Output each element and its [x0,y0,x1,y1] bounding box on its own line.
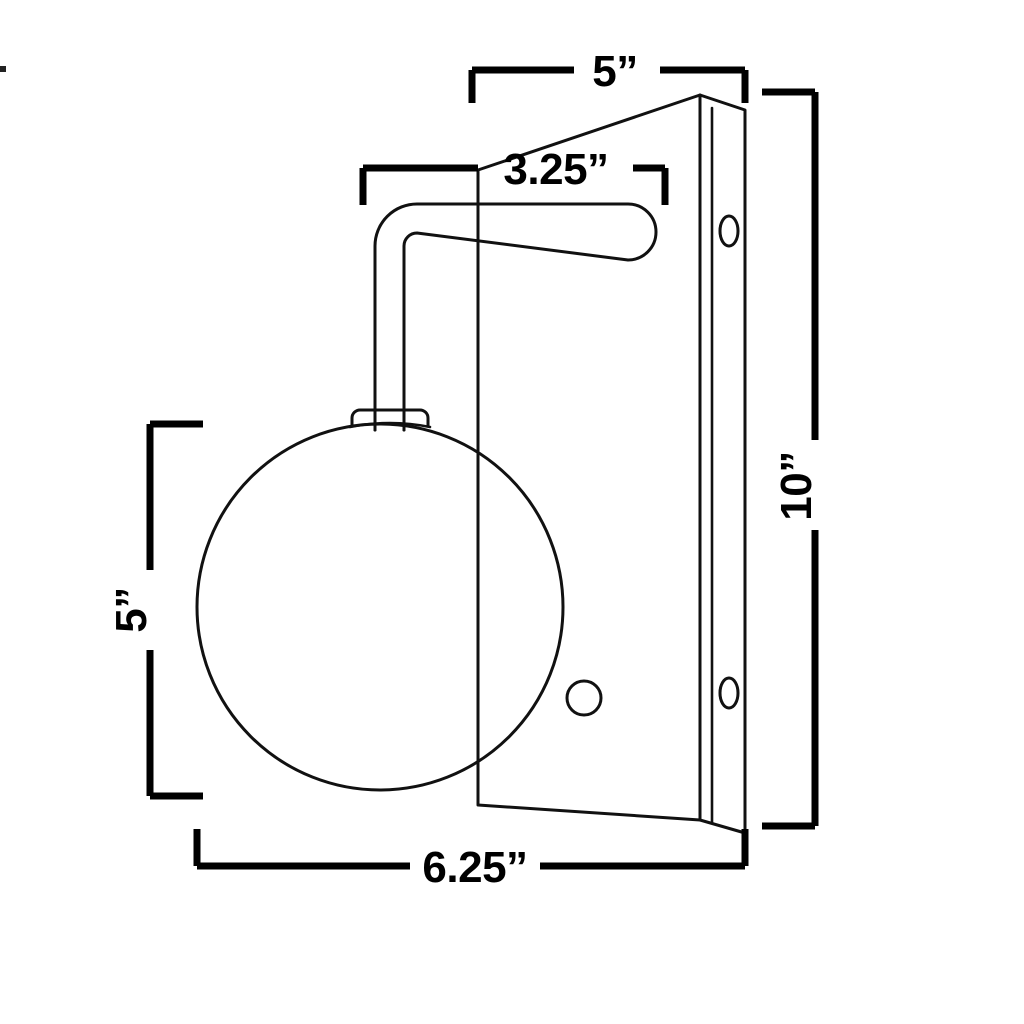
dimension-overall-width: 6.25” [193,829,749,892]
dimension-label-globe-diameter: 5” [107,587,156,632]
dimension-overall-height: 10” [762,88,821,830]
dimension-top-width: 5” [468,47,749,103]
dimension-arm-reach: 3.25” [359,145,669,205]
dimension-label-top-width: 5” [592,47,637,96]
dimension-label-overall-width: 6.25” [422,843,527,892]
shade-collar [350,408,430,428]
mounting-hole-top [718,214,740,248]
dimension-label-overall-height: 10” [772,451,821,520]
dimension-label-arm-reach: 3.25” [503,145,608,194]
globe-shade [195,422,565,792]
mounting-hole-bottom [718,676,740,710]
dimension-globe-diameter: 5” [107,420,203,800]
backplate-face-hole [565,679,603,717]
horizontal-arm [373,202,658,432]
registration-mark [0,66,6,72]
vertical-stem [373,411,406,432]
